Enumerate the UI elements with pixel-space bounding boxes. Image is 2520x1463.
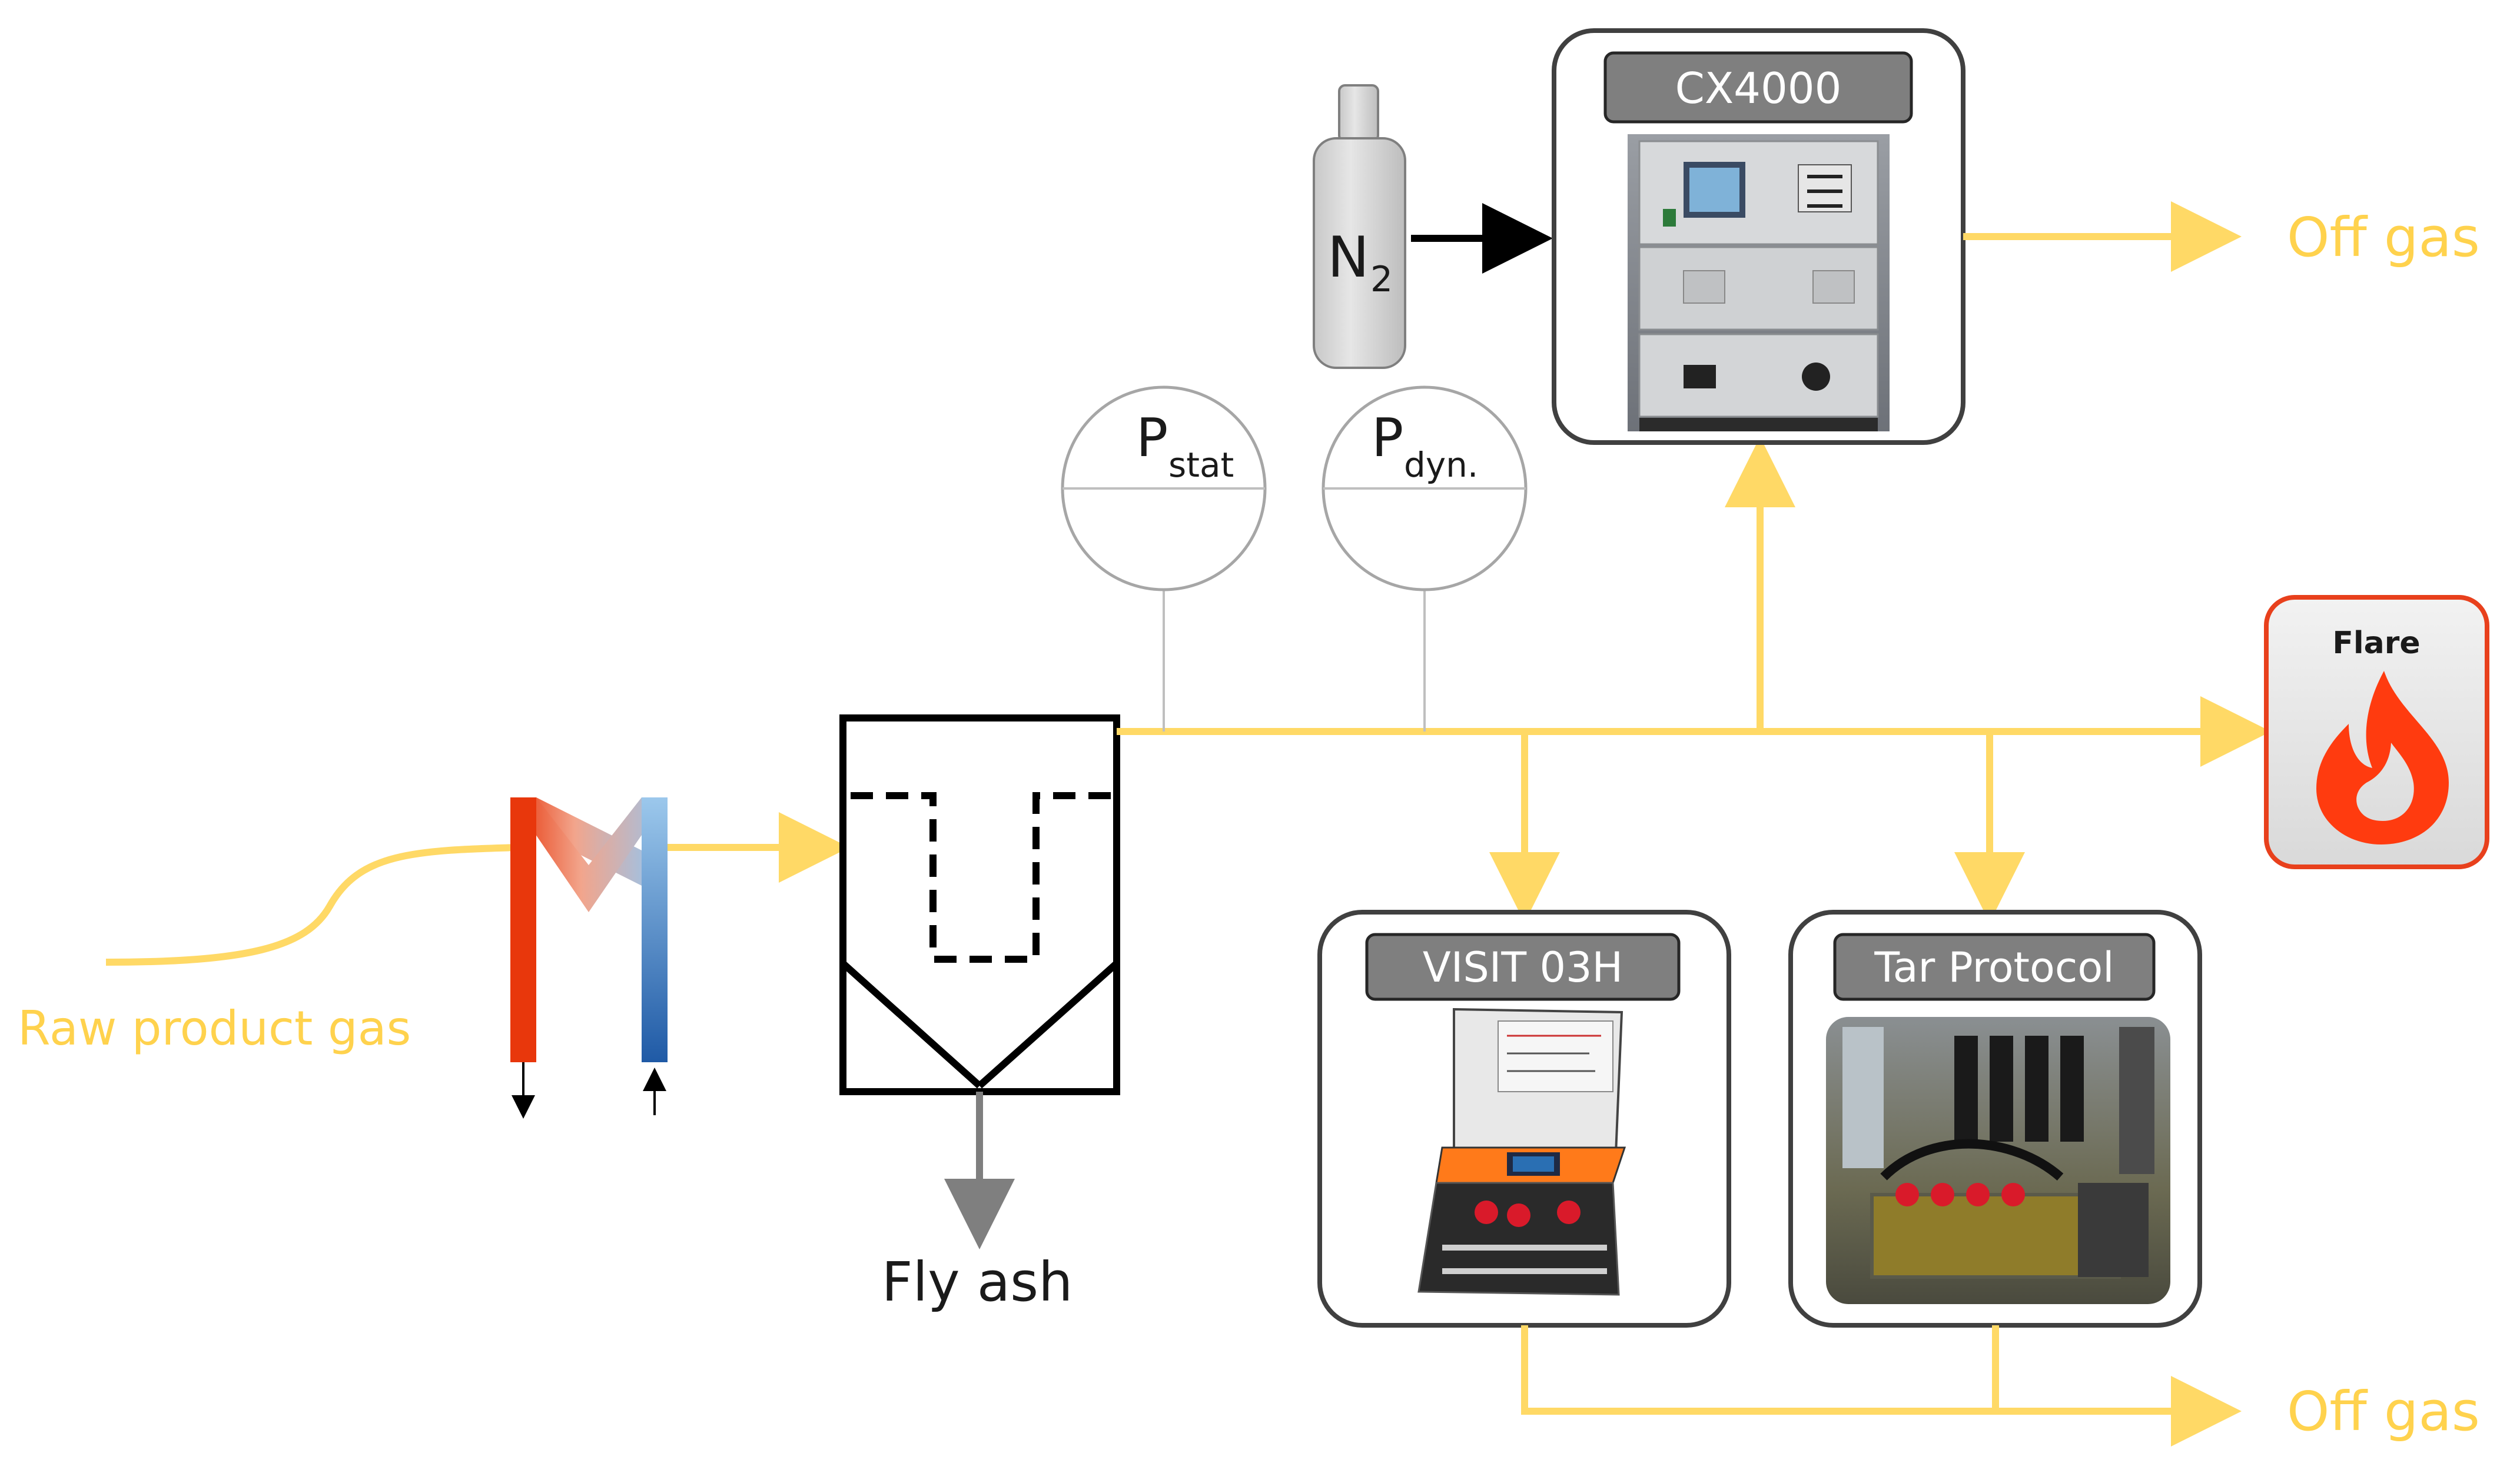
- raw-product-gas-label: Raw product gas: [18, 1001, 411, 1056]
- portable-analyzer-photo: [1417, 1008, 1626, 1296]
- cyclone-filter-icon: [839, 714, 1120, 1095]
- fly-ash-label: Fly ash: [882, 1251, 1073, 1314]
- p-dyn-main: P: [1372, 407, 1403, 469]
- off-gas-bottom-label: Off gas: [2287, 1380, 2480, 1443]
- heat-exchanger-icon: [510, 797, 668, 1119]
- p-dyn-sub: dyn.: [1404, 445, 1478, 485]
- tar-protocol-box: Tar Protocol: [1788, 910, 2202, 1328]
- flame-icon: [2316, 671, 2449, 844]
- n2-main: N: [1327, 225, 1369, 290]
- visit-03h-box: VISIT 03H: [1317, 910, 1731, 1328]
- flare-box: Flare: [2264, 595, 2489, 869]
- p-stat-sub: stat: [1168, 445, 1234, 485]
- cx4000-box: CX4000: [1552, 28, 1965, 445]
- cx4000-title: CX4000: [1675, 64, 1842, 113]
- visit-title: VISIT 03H: [1423, 943, 1623, 992]
- pressure-dynamic-sensor: P dyn.: [1322, 385, 1528, 591]
- off-gas-top-label: Off gas: [2287, 206, 2480, 269]
- flare-label: Flare: [2332, 626, 2420, 661]
- tar-sampling-photo: [1826, 1017, 2170, 1304]
- ftir-analyzer-photo: [1628, 134, 1890, 431]
- tar-title: Tar Protocol: [1874, 943, 2114, 992]
- p-stat-main: P: [1136, 407, 1168, 469]
- raw-gas-inlet-line: [105, 844, 519, 966]
- n2-sub: 2: [1370, 259, 1393, 300]
- gas-cylinder-icon: N 2: [1313, 84, 1406, 369]
- pressure-static-sensor: P stat: [1061, 385, 1267, 591]
